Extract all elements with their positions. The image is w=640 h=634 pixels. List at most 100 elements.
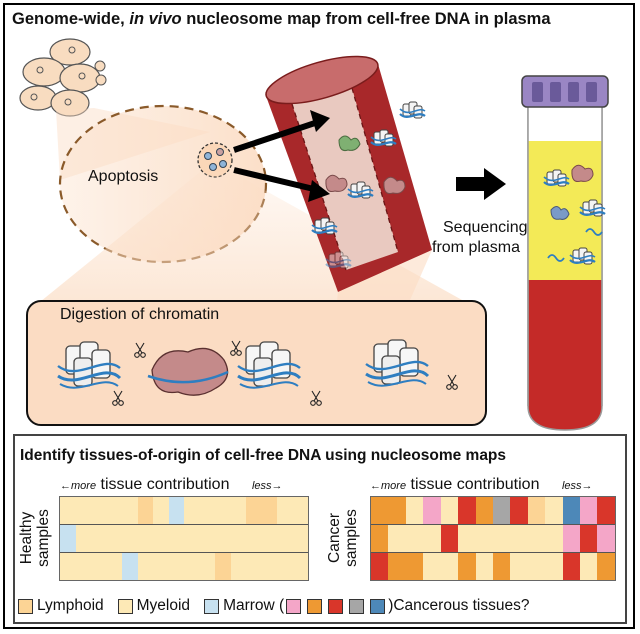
cell-cluster [19, 38, 107, 117]
apoptosis-label: Apoptosis [88, 168, 159, 185]
cancer-heatmap-cell [492, 553, 511, 580]
legend-cancer-swatches [284, 598, 388, 614]
cancer-heatmap-cell [458, 497, 476, 524]
healthy-heatmap-cell [261, 497, 277, 524]
cancer-heatmap-cell [492, 525, 511, 552]
healthy-heatmap-cell [230, 497, 246, 524]
legend-label-marrow: Marrow ( [223, 597, 285, 614]
cancer-heatmap-cell [545, 553, 563, 580]
cancer-heatmap-cell [562, 525, 581, 552]
legend-label-lymphoid: Lymphoid [37, 597, 104, 614]
healthy-heatmap-cell [184, 553, 200, 580]
cancer-heatmap-cell [440, 553, 459, 580]
healthy-heatmap-cell [199, 553, 215, 580]
healthy-heatmap-cell [246, 497, 262, 524]
healthy-heatmap-row-2 [60, 524, 308, 552]
figure-title: Genome-wide, in vivo nucleosome map from… [12, 10, 551, 28]
cancer-heatmap-cell [580, 525, 598, 552]
healthy-heatmap-cell [168, 525, 184, 552]
protein-blob [151, 347, 229, 396]
cancer-heatmap-cell [475, 497, 493, 524]
healthy-heatmap-cell [184, 497, 200, 524]
cancer-heatmap-cell [562, 553, 581, 580]
healthy-heatmap-cell [106, 497, 122, 524]
cancer-heatmap-cell [458, 525, 476, 552]
cancer-heatmap-cell [440, 497, 459, 524]
cancer-heatmap [370, 496, 616, 581]
cancer-heatmap-cell [510, 525, 528, 552]
legend-label-cancer: )Cancerous tissues? [388, 597, 530, 614]
healthy-heatmap-cell [60, 525, 76, 552]
healthy-heatmap-row-1 [60, 497, 308, 524]
cancer-heatmap-cell [580, 553, 598, 580]
cancer-heatmap-cell [440, 525, 459, 552]
cancer-heatmap-cell [371, 497, 389, 524]
healthy-heatmap-cell [261, 525, 277, 552]
cancer-heatmap-cell [405, 525, 424, 552]
healthy-heatmap-cell [122, 553, 138, 580]
healthy-heatmap-cell [137, 497, 153, 524]
legend-swatch-cancer-4 [349, 598, 365, 614]
legend-swatch-lymphoid [18, 598, 33, 614]
healthy-heatmap-cell [261, 553, 277, 580]
cancer-heatmap-cell [527, 553, 546, 580]
healthy-heatmap-cell [246, 525, 262, 552]
cancer-heatmap-cell [545, 497, 563, 524]
healthy-heatmap-cell [106, 525, 122, 552]
healthy-heatmap-cell [137, 525, 153, 552]
healthy-heatmap-cell [168, 497, 184, 524]
cancer-heatmap-cell [423, 553, 441, 580]
apoptotic-cell [197, 142, 233, 178]
legend-swatch-cancer-1 [286, 598, 302, 614]
cancer-heatmap-cell [458, 553, 476, 580]
healthy-heatmap-cell [106, 553, 122, 580]
healthy-heatmap-cell [215, 497, 231, 524]
cancer-axis-label: ←more tissue contribution less→ [370, 476, 593, 493]
legend-swatch-cancer-3 [328, 598, 344, 614]
cancer-heatmap-cell [388, 525, 406, 552]
healthy-heatmap-cell [230, 525, 246, 552]
cancer-heatmap-cell [545, 525, 563, 552]
healthy-heatmap-cell [277, 553, 293, 580]
cancer-heatmap-cell [597, 553, 615, 580]
healthy-heatmap-cell [199, 497, 215, 524]
healthy-heatmap-cell [246, 553, 262, 580]
cancer-heatmap-cell [510, 497, 528, 524]
healthy-heatmap-cell [91, 525, 107, 552]
cancer-heatmap-cell [475, 525, 493, 552]
healthy-heatmap-cell [215, 525, 231, 552]
healthy-heatmap-cell [60, 497, 76, 524]
cancer-heatmap-cell [405, 553, 424, 580]
cancer-heatmap-cell [527, 497, 546, 524]
legend-swatch-cancer-2 [307, 598, 323, 614]
legend-swatch-myeloid [117, 598, 133, 614]
healthy-heatmap-cell [292, 525, 308, 552]
cancer-heatmap-cell [371, 553, 389, 580]
healthy-heatmap-cell [137, 553, 153, 580]
healthy-heatmap-cell [75, 553, 91, 580]
healthy-heatmap-cell [277, 525, 293, 552]
cancer-heatmap-row-2 [371, 524, 615, 552]
cancer-heatmap-cell [475, 553, 493, 580]
cancer-heatmap-cell [423, 525, 441, 552]
healthy-heatmap-cell [60, 553, 76, 580]
healthy-heatmap-cell [153, 553, 169, 580]
healthy-heatmap-cell [292, 497, 308, 524]
healthy-heatmap-cell [153, 525, 169, 552]
tissue-origin-title: Identify tissues-of-origin of cell-free … [20, 447, 507, 464]
legend-swatch-marrow [204, 598, 220, 614]
healthy-heatmap [59, 496, 309, 581]
healthy-heatmap-cell [292, 553, 308, 580]
cancer-heatmap-cell [580, 497, 598, 524]
cancer-heatmap-cell [388, 497, 406, 524]
cancer-heatmap-cell [597, 525, 615, 552]
cancer-heatmap-cell [527, 525, 546, 552]
healthy-heatmap-cell [153, 497, 169, 524]
healthy-heatmap-cell [91, 553, 107, 580]
cancer-heatmap-cell [510, 553, 528, 580]
legend: Lymphoid Myeloid Marrow ( )Cancerous tis… [18, 597, 530, 615]
cancer-heatmap-row-1 [371, 497, 615, 524]
